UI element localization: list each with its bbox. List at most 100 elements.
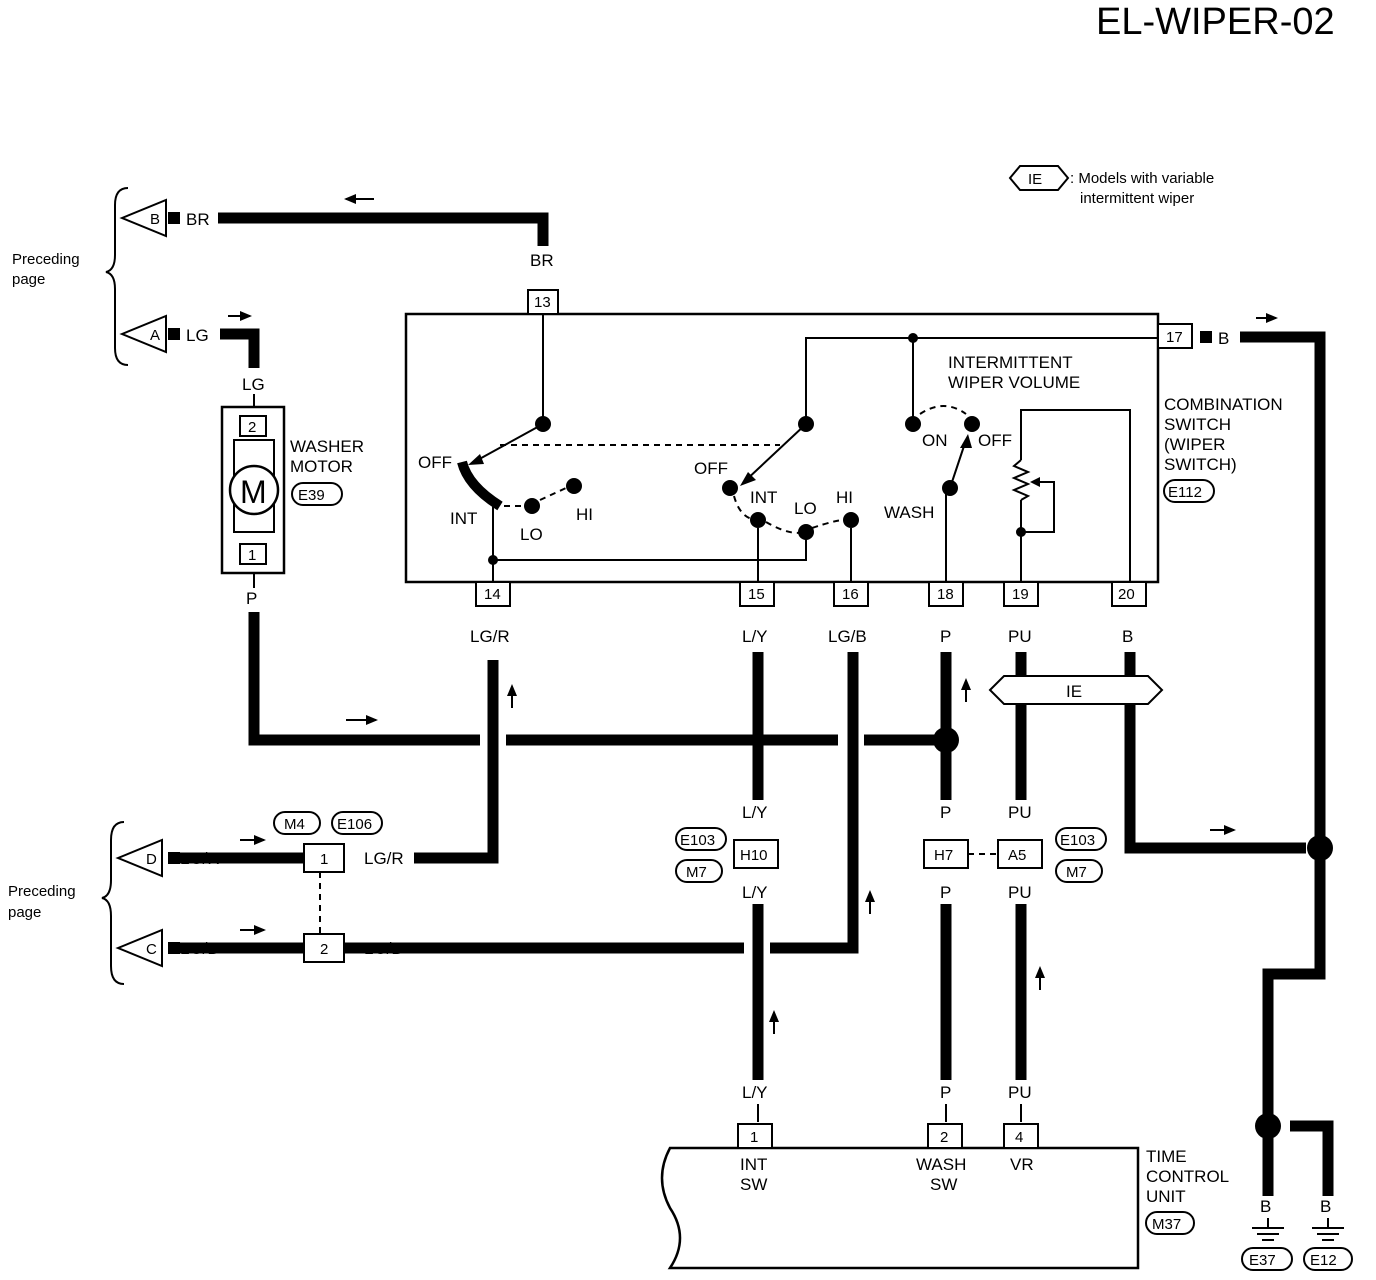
svg-text:2: 2 bbox=[940, 1129, 948, 1146]
motor-name: WASHER bbox=[290, 437, 364, 456]
combination-switch-name: COMBINATION SWITCH (WIPER SWITCH) E112 bbox=[1163, 395, 1283, 503]
wire-br: BR BR bbox=[168, 194, 554, 270]
terminal-a: A bbox=[119, 314, 167, 354]
arrow-icon bbox=[865, 890, 875, 902]
terminal-label: B bbox=[150, 211, 160, 228]
connector-m4-e106: M4 E106 LG/R 1 LG/R LG/B 2 LG/B bbox=[168, 811, 404, 963]
terminal-d: D bbox=[115, 838, 163, 878]
svg-text:M4: M4 bbox=[284, 816, 305, 833]
wire-label: BR bbox=[530, 251, 554, 270]
svg-text:E106: E106 bbox=[337, 816, 372, 833]
switch-pin: 17 bbox=[1166, 329, 1183, 346]
motor-pin: 2 bbox=[248, 419, 256, 436]
brace-icon bbox=[101, 821, 125, 985]
arrow-icon bbox=[769, 1010, 779, 1022]
switch-label: OFF bbox=[694, 459, 728, 478]
connector-h7-a5: H7 A5 E103 M7 bbox=[923, 827, 1107, 883]
svg-text:WASH: WASH bbox=[916, 1155, 966, 1174]
legend-line2: intermittent wiper bbox=[1080, 190, 1194, 207]
wire-label: LG/B bbox=[364, 939, 403, 958]
svg-text:16: 16 bbox=[842, 586, 859, 603]
legend: IE : Models with variable intermittent w… bbox=[1008, 165, 1214, 207]
switch-label: WASH bbox=[884, 503, 934, 522]
terminal-b: B bbox=[119, 198, 167, 238]
svg-text:VR: VR bbox=[1010, 1155, 1034, 1174]
motor-icon bbox=[228, 464, 280, 516]
svg-text:SW: SW bbox=[930, 1175, 957, 1194]
ground-e12: B E12 bbox=[1303, 1197, 1353, 1271]
arrow-icon bbox=[240, 311, 252, 321]
wire-label: P bbox=[940, 883, 951, 902]
svg-text:H7: H7 bbox=[934, 847, 953, 864]
arrow-icon bbox=[254, 835, 266, 845]
svg-text:E37: E37 bbox=[1249, 1252, 1276, 1269]
svg-text:(WIPER: (WIPER bbox=[1164, 435, 1225, 454]
wire-label: LG/R bbox=[180, 849, 220, 868]
wire-b-17: B bbox=[1200, 313, 1334, 1196]
svg-text:E12: E12 bbox=[1310, 1252, 1337, 1269]
preceding-label-line1: Preceding bbox=[8, 883, 76, 900]
legend-line1: : Models with variable bbox=[1070, 170, 1214, 187]
svg-text:1: 1 bbox=[320, 851, 328, 868]
wire-label: L/Y bbox=[742, 627, 768, 646]
svg-text:15: 15 bbox=[748, 586, 765, 603]
motor-pin: 1 bbox=[248, 547, 256, 564]
switch-label: OFF bbox=[978, 431, 1012, 450]
wire-label: P bbox=[940, 627, 951, 646]
motor-symbol: M bbox=[240, 474, 267, 510]
svg-text:CONTROL: CONTROL bbox=[1146, 1167, 1229, 1186]
wire-b-20 bbox=[1124, 704, 1306, 854]
arrow-icon bbox=[961, 678, 971, 690]
terminal-label: D bbox=[146, 851, 157, 868]
wire-label: PU bbox=[1008, 1083, 1032, 1102]
svg-text:4: 4 bbox=[1015, 1129, 1023, 1146]
wire-p-motor: P bbox=[246, 574, 946, 746]
svg-text:E103: E103 bbox=[680, 832, 715, 849]
ground-e37: B E37 bbox=[1241, 1197, 1293, 1271]
svg-text:14: 14 bbox=[484, 586, 501, 603]
preceding-label-line2: page bbox=[12, 271, 45, 288]
switch-label: INTERMITTENT bbox=[948, 353, 1073, 372]
wire-label: LG/R bbox=[470, 627, 510, 646]
switch-label: INT bbox=[450, 509, 477, 528]
ground-icon bbox=[1252, 1218, 1284, 1241]
switch-label: WIPER VOLUME bbox=[948, 373, 1080, 392]
switch-label: HI bbox=[576, 505, 593, 524]
preceding-page-bottom: Preceding page bbox=[8, 821, 125, 985]
terminal-label: C bbox=[146, 941, 157, 958]
arrow-icon bbox=[344, 194, 356, 204]
ie-badge-icon bbox=[1008, 165, 1070, 191]
svg-text:UNIT: UNIT bbox=[1146, 1187, 1186, 1206]
wire-label: BR bbox=[186, 210, 210, 229]
resistor-icon bbox=[1011, 459, 1031, 501]
terminal-arrow-icon bbox=[115, 928, 163, 968]
svg-text:20: 20 bbox=[1118, 586, 1135, 603]
wire-label: LG/B bbox=[828, 627, 867, 646]
svg-text:E112: E112 bbox=[1168, 484, 1202, 501]
arrow-icon bbox=[507, 684, 517, 696]
terminal-arrow-icon bbox=[115, 838, 163, 878]
time-control-unit: 1 2 4 INT SW WASH SW VR TIME CONTROL UNI… bbox=[660, 1123, 1229, 1270]
switch-pin: 13 bbox=[534, 294, 551, 311]
arrow-icon bbox=[1035, 966, 1045, 978]
wire-label: L/Y bbox=[742, 803, 768, 822]
wire-lgr bbox=[414, 660, 499, 864]
wire-label: LG/R bbox=[364, 849, 404, 868]
brace-icon bbox=[105, 187, 129, 366]
terminal-arrow-icon bbox=[119, 314, 167, 354]
svg-text:1: 1 bbox=[750, 1129, 758, 1146]
switch-label: ON bbox=[922, 431, 948, 450]
svg-text:COMBINATION: COMBINATION bbox=[1164, 395, 1283, 414]
svg-text:INT: INT bbox=[740, 1155, 767, 1174]
svg-text:M7: M7 bbox=[686, 864, 707, 881]
arrow-icon bbox=[1266, 313, 1278, 323]
arrow-icon bbox=[366, 715, 378, 725]
arrow-icon bbox=[254, 925, 266, 935]
arrow-icon bbox=[1224, 825, 1236, 835]
switch-label: LO bbox=[520, 525, 543, 544]
wire-label: LG/B bbox=[180, 939, 219, 958]
combination-switch: 13 17 OFF INT LO HI OFF INT bbox=[404, 289, 1193, 607]
preceding-label-line2: page bbox=[8, 904, 41, 921]
switch-label: OFF bbox=[418, 453, 452, 472]
